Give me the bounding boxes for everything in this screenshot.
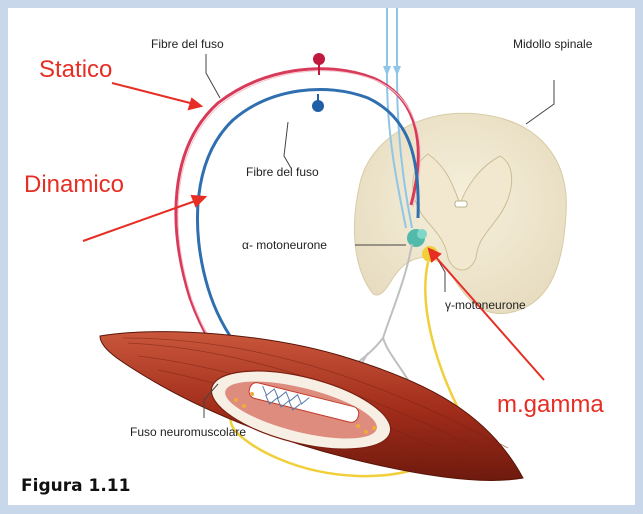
muscle (100, 332, 523, 481)
annotation-statico: Statico (39, 56, 112, 83)
annotation-m-gamma: m.gamma (497, 391, 604, 418)
label-fibre-top: Fibre del fuso (151, 37, 224, 51)
figure-caption: Figura 1.11 (21, 476, 130, 496)
static-cell-body (313, 53, 325, 65)
label-gamma-motoneurone: γ-motoneurone (445, 298, 526, 312)
label-fibre-mid: Fibre del fuso (246, 165, 319, 179)
label-midollo: Midollo spinale (513, 37, 593, 51)
neuromuscular-spindle-diagram: Fibre del fuso Fibre del fuso Midollo sp… (8, 8, 635, 505)
label-fuso-neuromuscolare: Fuso neuromuscolare (130, 425, 246, 439)
label-alpha-motoneurone: α- motoneurone (242, 238, 327, 252)
annotation-dinamico: Dinamico (24, 171, 124, 198)
dynamic-cell-body (312, 100, 324, 112)
figure-panel: Fibre del fuso Fibre del fuso Midollo sp… (8, 8, 635, 505)
